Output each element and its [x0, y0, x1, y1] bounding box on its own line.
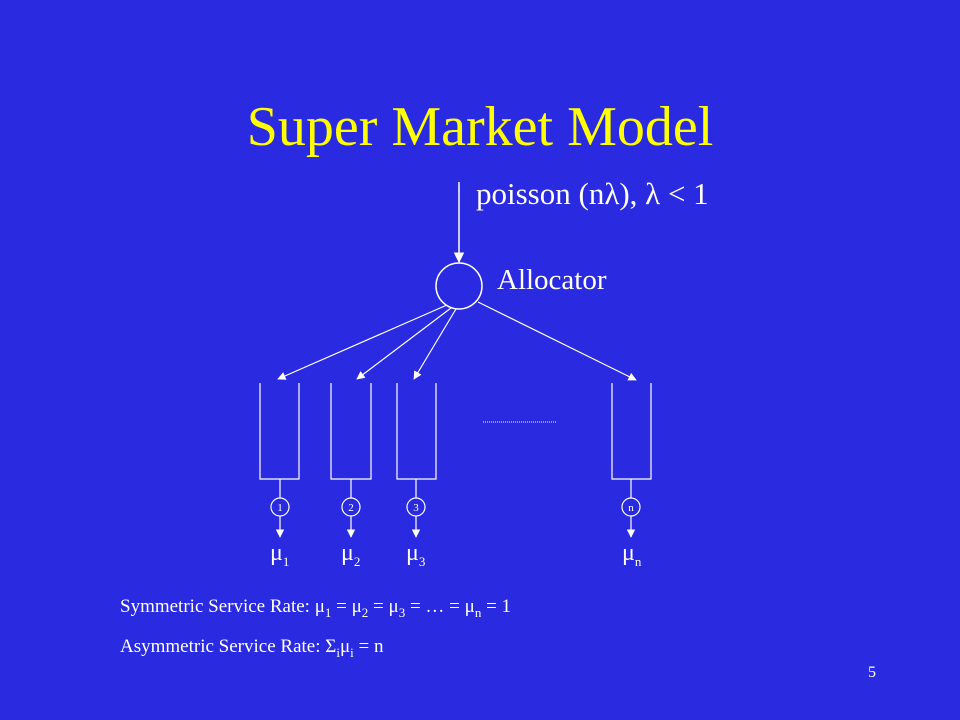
symmetric-service-rate: Symmetric Service Rate: μ1 = μ2 = μ3 = …… [120, 596, 512, 620]
allocation-arrow-n [477, 301, 637, 381]
allocation-arrow-3 [413, 308, 457, 380]
service-rate-1: μ1 [270, 540, 290, 569]
arrival-process-label: poisson (nλ), λ < 1 [476, 176, 709, 211]
allocation-arrow-1 [277, 304, 448, 380]
queue-3 [396, 383, 437, 480]
asymmetric-service-rate: Asymmetric Service Rate: Σiμi = n [120, 636, 384, 660]
server-label-2: 2 [348, 502, 354, 514]
allocation-arrow-2 [356, 307, 452, 380]
queue-2 [330, 383, 372, 480]
server-label-n: n [628, 502, 634, 514]
server-label-1: 1 [277, 502, 283, 514]
allocator-circle [435, 262, 483, 310]
queue-n [611, 383, 652, 480]
queue-1 [259, 383, 300, 480]
service-rate-2: μ2 [341, 540, 361, 569]
slide-title: Super Market Model [246, 96, 714, 158]
service-rate-n: μn [622, 540, 642, 569]
allocator-label: Allocator [497, 264, 607, 296]
page-number: 5 [868, 664, 876, 681]
server-label-3: 3 [413, 502, 419, 514]
service-rate-3: μ3 [406, 540, 426, 569]
